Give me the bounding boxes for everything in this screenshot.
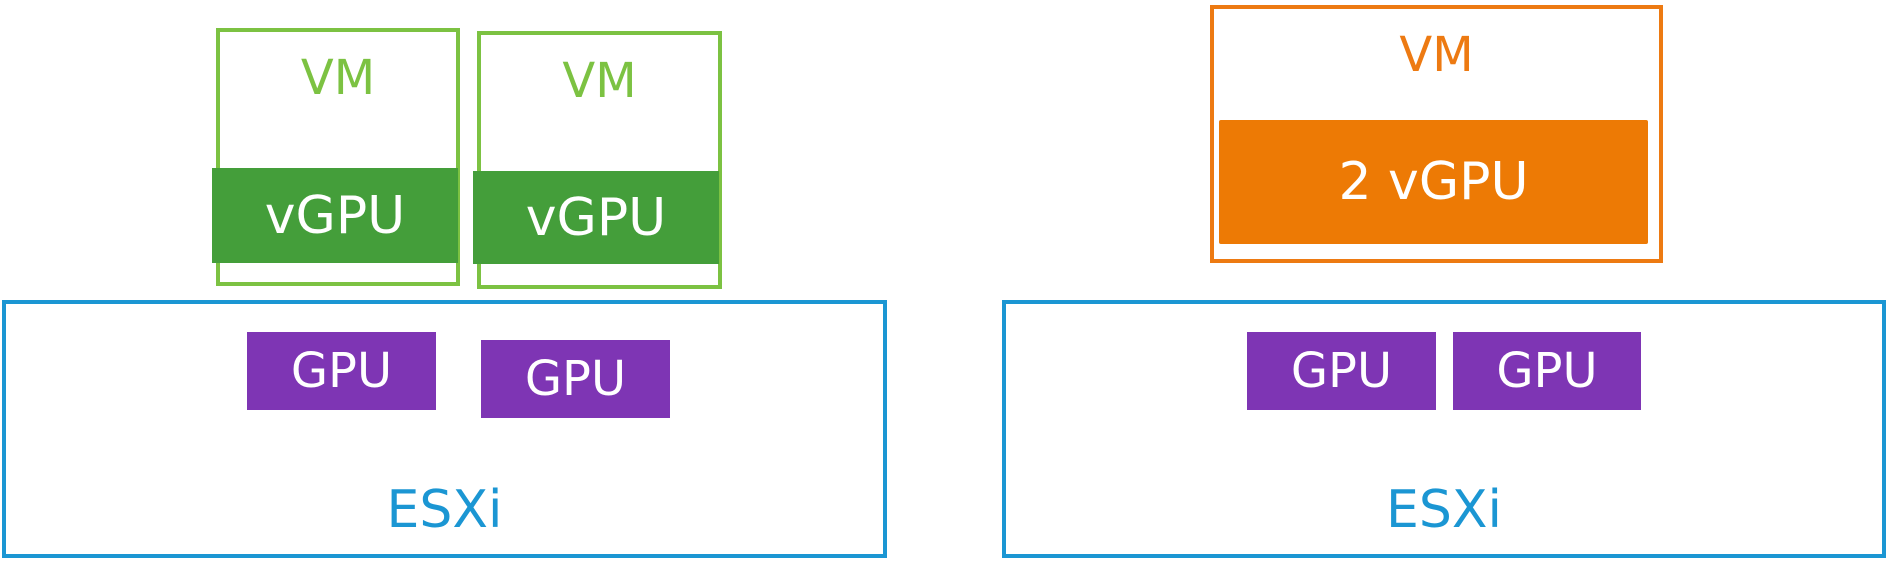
right-vm: VM [1210, 5, 1663, 263]
right-esxi-host: ESXi [1002, 300, 1886, 558]
left-vm-1: VM [216, 28, 460, 286]
left-vm-2: VM [477, 31, 722, 289]
right-gpu-2: GPU [1453, 332, 1641, 410]
left-vm-1-label: VM [300, 50, 376, 106]
left-esxi-host: ESXi [2, 300, 887, 558]
right-vm-label: VM [1399, 27, 1474, 83]
right-esxi-label: ESXi [1386, 480, 1502, 540]
left-gpu-2: GPU [481, 340, 670, 418]
left-vgpu-1: vGPU [212, 168, 458, 263]
left-vgpu-2: vGPU [473, 171, 719, 264]
left-gpu-1: GPU [247, 332, 436, 410]
right-vgpu: 2 vGPU [1219, 120, 1648, 244]
left-esxi-label: ESXi [386, 480, 503, 540]
right-gpu-1: GPU [1247, 332, 1436, 410]
left-vm-2-label: VM [562, 53, 637, 109]
